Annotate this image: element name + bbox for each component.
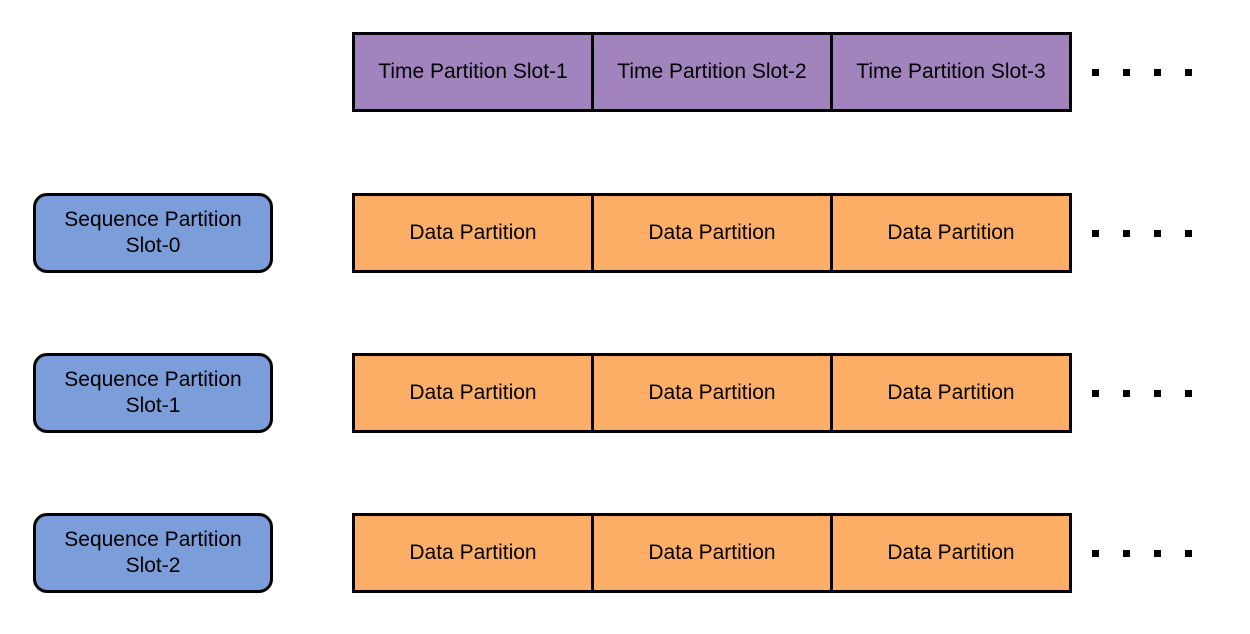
sequence-partition-label: Sequence Partition xyxy=(64,208,242,231)
data-partition-cell: Data Partition xyxy=(352,353,594,433)
ellipsis-dot xyxy=(1185,549,1192,557)
sequence-partition-slot-number: Slot-1 xyxy=(125,394,181,417)
time-partition-slot-2: Time Partition Slot-2 xyxy=(591,32,833,112)
time-partition-slot-1: Time Partition Slot-1 xyxy=(352,32,594,112)
time-partition-slot-3: Time Partition Slot-3 xyxy=(830,32,1072,112)
ellipsis-dot xyxy=(1154,68,1161,76)
ellipsis-dot xyxy=(1185,68,1192,76)
data-partition-cell: Data Partition xyxy=(591,193,833,273)
sequence-partition-slot-number: Slot-0 xyxy=(125,234,181,257)
data-partition-cell: Data Partition xyxy=(591,513,833,593)
sequence-partition-slot-1: Sequence Partition Slot-1 xyxy=(33,353,273,433)
ellipsis-dot xyxy=(1123,229,1130,237)
ellipsis-dot xyxy=(1154,549,1161,557)
sequence-partition-slot-number: Slot-2 xyxy=(125,554,181,577)
ellipsis-dot xyxy=(1092,68,1099,76)
sequence-partition-label: Sequence Partition xyxy=(64,368,242,391)
ellipsis-dot xyxy=(1123,389,1130,397)
ellipsis-dot xyxy=(1154,229,1161,237)
ellipsis-dot xyxy=(1185,229,1192,237)
sequence-partition-slot-2: Sequence Partition Slot-2 xyxy=(33,513,273,593)
ellipsis-dot xyxy=(1092,389,1099,397)
ellipsis-dots xyxy=(1092,513,1192,593)
sequence-partition-slot-0: Sequence Partition Slot-0 xyxy=(33,193,273,273)
ellipsis-dot xyxy=(1092,549,1099,557)
ellipsis-dot xyxy=(1092,229,1099,237)
data-partition-cell: Data Partition xyxy=(352,513,594,593)
sequence-partition-label: Sequence Partition xyxy=(64,528,242,551)
data-partition-cell: Data Partition xyxy=(830,513,1072,593)
data-partition-cell: Data Partition xyxy=(830,353,1072,433)
time-partition-row: Time Partition Slot-1 Time Partition Slo… xyxy=(352,32,1072,112)
ellipsis-dot xyxy=(1185,389,1192,397)
data-partition-row: Data Partition Data Partition Data Parti… xyxy=(352,353,1072,433)
data-partition-row: Data Partition Data Partition Data Parti… xyxy=(352,193,1072,273)
ellipsis-dot xyxy=(1123,549,1130,557)
data-partition-cell: Data Partition xyxy=(830,193,1072,273)
ellipsis-dot xyxy=(1154,389,1161,397)
ellipsis-dots xyxy=(1092,193,1192,273)
data-partition-cell: Data Partition xyxy=(591,353,833,433)
data-partition-row: Data Partition Data Partition Data Parti… xyxy=(352,513,1072,593)
ellipsis-dots xyxy=(1092,353,1192,433)
ellipsis-dots xyxy=(1092,32,1192,112)
ellipsis-dot xyxy=(1123,68,1130,76)
data-partition-cell: Data Partition xyxy=(352,193,594,273)
